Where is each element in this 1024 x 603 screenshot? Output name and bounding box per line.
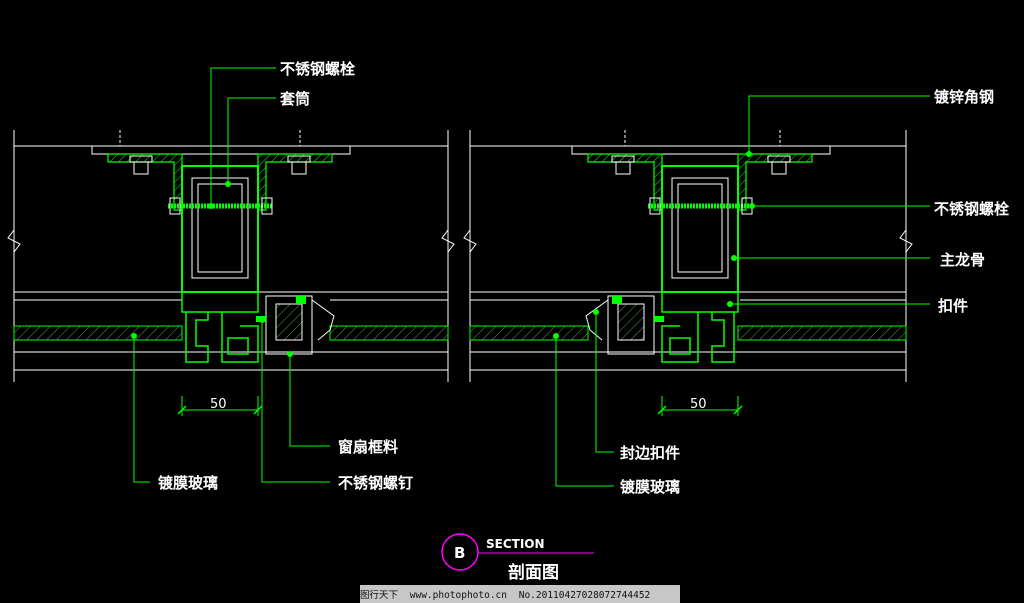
left-main-mullion — [181, 165, 259, 293]
right-glass-pane-left — [469, 325, 589, 341]
left-anchor-bolts — [129, 155, 311, 175]
left-steel-sleeve — [191, 177, 249, 279]
watermark-number: No.20110427028072744452 — [518, 590, 651, 601]
left-dimension — [177, 396, 263, 416]
section-mark: B SECTION 剖面图 — [441, 533, 594, 583]
left-bolt-nut — [261, 197, 273, 215]
section-circle — [441, 533, 479, 571]
label-sleeve: 套筒 — [279, 90, 310, 108]
left-lower-profile — [181, 291, 259, 363]
left-leader-dots — [131, 181, 293, 357]
label-coated-glass-left: 镀膜玻璃 — [158, 474, 218, 492]
right-steel-sleeve — [671, 177, 729, 279]
watermark: 图行天下 www.photophoto.cn No.20110427028072… — [360, 587, 656, 601]
right-glass-pane-right — [737, 325, 907, 341]
left-detail: 50 不锈钢螺栓 套筒 窗扇框料 不锈钢螺钉 镀膜玻璃 — [7, 60, 455, 492]
label-edge-clip: 封边扣件 — [620, 444, 680, 462]
right-sleeve-inner — [677, 183, 723, 273]
right-lower-profile — [661, 291, 739, 363]
left-glass-pane-right — [329, 325, 449, 341]
label-clip: 扣件 — [938, 297, 968, 315]
left-embed-plate — [91, 145, 351, 155]
label-stainless-bolt-top: 不锈钢螺栓 — [280, 60, 355, 78]
label-main-mullion: 主龙骨 — [940, 251, 985, 269]
section-letter: B — [454, 544, 465, 562]
left-frame-lines — [7, 130, 455, 382]
left-dimension-value: 50 — [210, 397, 227, 412]
left-sash-frame — [265, 295, 335, 355]
right-clip-mark — [612, 296, 622, 304]
left-bolt-head — [169, 197, 181, 215]
right-sash-frame — [585, 295, 655, 355]
right-embed-plate — [571, 145, 831, 155]
label-sash-frame: 窗扇框料 — [338, 438, 398, 456]
label-stainless-bolt-right: 不锈钢螺栓 — [934, 200, 1009, 218]
watermark-bar — [360, 585, 680, 603]
right-detail: 50 镀锌角钢 不锈钢螺栓 主龙骨 扣件 封边扣件 镀膜玻璃 — [463, 88, 1009, 496]
section-title: 剖面图 — [508, 562, 559, 583]
left-sleeve-inner — [197, 183, 243, 273]
right-bolt-head — [649, 197, 661, 215]
left-glass-pane-left — [13, 325, 183, 341]
right-screw-mark — [654, 316, 664, 322]
watermark-site: 图行天下 — [360, 590, 399, 601]
section-word: SECTION — [486, 537, 545, 551]
watermark-url: www.photophoto.cn — [409, 590, 507, 601]
label-coated-glass-right: 镀膜玻璃 — [620, 478, 680, 496]
label-stainless-screw: 不锈钢螺钉 — [338, 474, 413, 492]
left-leaders — [133, 67, 330, 483]
left-clip-mark — [296, 296, 306, 304]
right-dimension — [657, 396, 743, 416]
right-anchor-bolts — [611, 155, 791, 175]
right-leader-dots — [553, 151, 755, 339]
label-galvanized-angle: 镀锌角钢 — [934, 88, 994, 106]
right-dimension-value: 50 — [690, 397, 707, 412]
right-leaders — [555, 95, 930, 487]
right-frame-lines — [463, 130, 913, 382]
right-main-mullion — [661, 165, 739, 293]
